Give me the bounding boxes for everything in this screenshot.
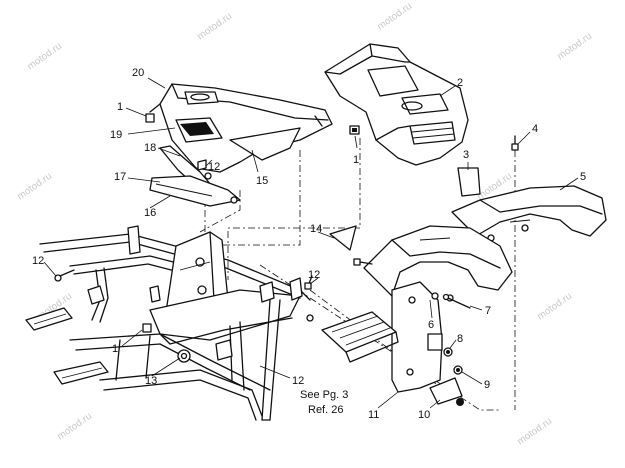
callout-10: 10 [418, 409, 430, 421]
callout-8: 8 [457, 333, 463, 345]
callout-5: 5 [580, 171, 586, 183]
watermark: motod.ru [515, 416, 554, 448]
screw-4 [511, 135, 519, 151]
callout-3: 3 [463, 149, 469, 161]
callout-12: 12 [32, 255, 44, 267]
callout-20: 20 [132, 67, 144, 79]
mud-flap [391, 281, 443, 393]
callout-1: 1 [117, 101, 123, 113]
reference-note-line2: Ref. 26 [308, 404, 343, 416]
callout-18: 18 [144, 142, 156, 154]
reference-note: See Pg. 3 Ref. 26 [300, 389, 348, 416]
callout-17: 17 [114, 171, 126, 183]
callout-12: 12 [292, 375, 304, 387]
callout-15: 15 [256, 175, 268, 187]
callout-9: 9 [484, 379, 490, 391]
frame [25, 225, 311, 421]
bolt-7 [442, 293, 471, 309]
watermark: motod.ru [375, 1, 414, 33]
callout-1: 1 [353, 154, 359, 166]
small-panels [149, 145, 241, 207]
rear-fender [451, 185, 607, 242]
callout-16: 16 [144, 207, 156, 219]
watermark: motod.ru [535, 291, 574, 323]
callout-14: 14 [310, 223, 322, 235]
callout-13: 13 [145, 375, 157, 387]
watermark: motod.ru [195, 11, 234, 43]
callout-6: 6 [428, 319, 434, 331]
footrest-pan [321, 311, 399, 363]
callout-19: 19 [110, 129, 122, 141]
watermark-layer: motod.ru motod.ru motod.ru motod.ru moto… [15, 1, 594, 448]
dash-panel [149, 83, 333, 173]
decals [329, 167, 481, 251]
front-cowl [324, 43, 469, 166]
watermark: motod.ru [555, 31, 594, 63]
callout-12: 12 [208, 161, 220, 173]
callout-4: 4 [532, 123, 538, 135]
bolts-12 [54, 258, 373, 322]
callout-11: 11 [368, 409, 379, 421]
callout-labels: 20 1 19 18 17 16 12 15 1 2 3 4 5 14 12 1… [32, 67, 586, 421]
assembly-lines [199, 138, 516, 411]
leader-lines [43, 77, 579, 409]
watermark: motod.ru [15, 171, 54, 203]
callout-7: 7 [485, 305, 491, 317]
fasteners [142, 113, 360, 333]
reference-note-line1: See Pg. 3 [300, 389, 348, 401]
callout-2: 2 [457, 77, 463, 89]
callout-12: 12 [308, 269, 320, 281]
front-fender [363, 225, 513, 297]
watermark: motod.ru [55, 411, 94, 443]
watermark: motod.ru [25, 41, 64, 73]
callout-1: 1 [112, 343, 118, 355]
